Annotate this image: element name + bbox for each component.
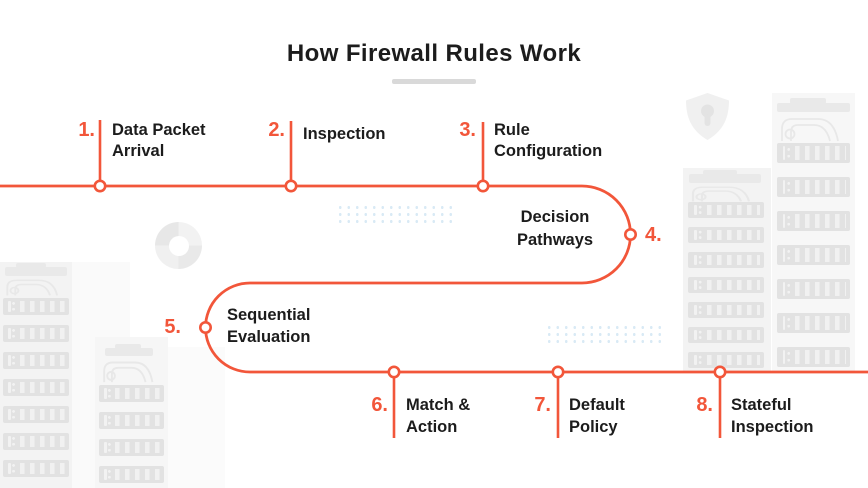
step-6-line-2: Action (406, 418, 458, 436)
server-unit (3, 379, 69, 396)
step-7-node (551, 365, 565, 379)
server-unit (3, 433, 69, 450)
server-unit (99, 412, 164, 429)
step-5-label: Sequential Evaluation (227, 304, 310, 348)
cable-icon (691, 186, 751, 202)
rack-top-bar (5, 267, 67, 276)
step-6-label: Match & Action (406, 394, 470, 438)
donut-icon (155, 222, 202, 269)
step-4-node (623, 228, 637, 242)
server-unit (3, 352, 69, 369)
server-tower-backdrop (168, 347, 225, 488)
step-1-label: Data Packet Arrival (112, 120, 206, 162)
dot-grid-icon (545, 324, 664, 345)
dot-grid-icon (336, 204, 455, 225)
server-rack-icon (772, 93, 855, 372)
server-unit (688, 302, 764, 318)
rack-top-tab (16, 263, 46, 268)
server-unit (99, 466, 164, 483)
title-underline (392, 79, 476, 84)
step-6-number: 6. (371, 394, 388, 416)
server-unit (688, 327, 764, 343)
server-unit (3, 325, 69, 342)
cable-icon (6, 279, 59, 296)
step-7-number: 7. (534, 394, 551, 416)
server-unit (99, 385, 164, 402)
server-unit (99, 439, 164, 456)
step-3-node (476, 179, 490, 193)
server-unit (3, 460, 69, 477)
step-6-node (387, 365, 401, 379)
page-title: How Firewall Rules Work (286, 40, 582, 67)
rack-top-bar (689, 174, 761, 183)
step-7-label: Default Policy (569, 394, 625, 438)
server-rack-icon (683, 168, 771, 372)
shield-keyhole-icon (686, 93, 729, 140)
cable-icon (781, 118, 839, 142)
step-4-line-1: Decision (520, 208, 590, 226)
server-unit (688, 227, 764, 243)
step-4-line-2: Pathways (516, 231, 594, 249)
rack-top-bar (777, 103, 850, 112)
step-8-label: Stateful Inspection (731, 394, 814, 438)
step-7-line-2: Policy (569, 418, 618, 436)
step-3-label: Rule Configuration (494, 120, 602, 162)
step-3-number: 3. (459, 119, 476, 141)
server-unit (3, 298, 69, 315)
step-8-line-2: Inspection (731, 418, 814, 436)
rack-top-tab (115, 344, 141, 349)
server-unit (688, 277, 764, 293)
step-5-node (199, 320, 213, 334)
server-unit (688, 352, 764, 368)
server-unit (688, 252, 764, 268)
server-rack-icon (95, 337, 168, 488)
step-4-number: 4. (645, 224, 662, 246)
rack-top-tab (790, 98, 826, 104)
step-1-line-2: Arrival (112, 142, 165, 160)
server-unit (3, 406, 69, 423)
server-rack-icon (0, 262, 72, 488)
step-1-node (93, 179, 107, 193)
step-5-line-1: Sequential (227, 306, 311, 324)
server-unit (777, 313, 850, 333)
step-8-number: 8. (696, 394, 713, 416)
server-unit (777, 177, 850, 197)
step-8-line-1: Stateful (731, 396, 792, 414)
step-7-line-1: Default (569, 396, 625, 414)
step-6-line-1: Match & (406, 396, 471, 414)
server-unit (777, 143, 850, 163)
step-2-number: 2. (268, 119, 285, 141)
server-unit (777, 279, 850, 299)
step-2-label: Inspection (303, 124, 386, 145)
step-5-number: 5. (164, 316, 181, 338)
rack-top-tab (703, 170, 737, 175)
server-unit (688, 202, 764, 218)
cable-icon (103, 361, 154, 383)
step-3-line-1: Rule (494, 121, 530, 139)
step-2-line-1: Inspection (303, 125, 386, 143)
server-unit (777, 347, 850, 367)
step-3-line-2: Configuration (494, 142, 603, 160)
timeline-path (0, 184, 868, 374)
rack-top-bar (105, 348, 153, 356)
step-2-node (284, 179, 298, 193)
step-4-label: Decision Pathways (500, 206, 610, 252)
step-5-line-2: Evaluation (227, 328, 311, 346)
step-1-number: 1. (78, 119, 95, 141)
server-unit (777, 245, 850, 265)
step-8-node (713, 365, 727, 379)
step-1-line-1: Data Packet (112, 121, 206, 139)
server-unit (777, 211, 850, 231)
